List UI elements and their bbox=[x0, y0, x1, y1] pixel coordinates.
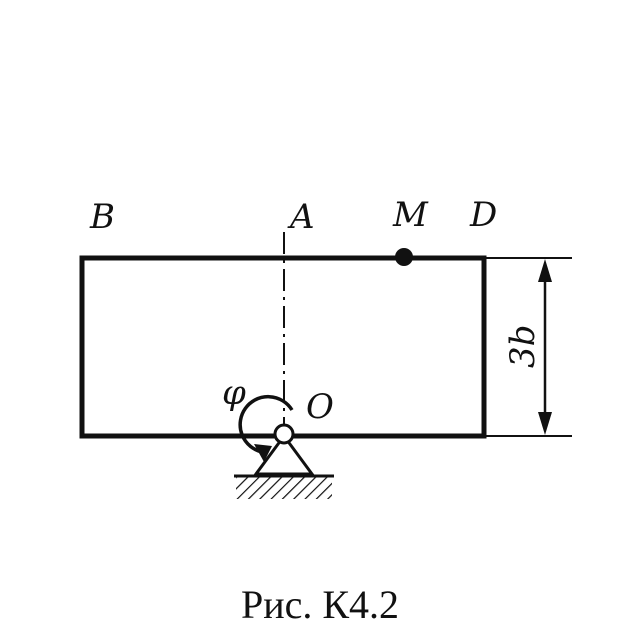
label-m: M bbox=[392, 195, 429, 235]
rotation-arrowhead-icon bbox=[254, 444, 272, 462]
figure-caption: Рис. К4.2 bbox=[241, 582, 399, 627]
pivot-o bbox=[273, 423, 295, 445]
label-b: B bbox=[89, 197, 115, 237]
label-o: O bbox=[306, 387, 334, 427]
label-dimension-3b: 3b bbox=[503, 325, 543, 368]
point-m bbox=[395, 248, 413, 266]
dimension-arrow-bottom bbox=[538, 412, 552, 435]
dimension-arrow-top bbox=[538, 259, 552, 282]
label-a: A bbox=[287, 197, 315, 237]
label-d: D bbox=[469, 195, 497, 235]
label-phi: φ bbox=[222, 373, 246, 413]
ground-hatch bbox=[236, 477, 332, 499]
pin-support-icon bbox=[253, 433, 315, 476]
rotation-arc-icon bbox=[238, 394, 294, 454]
